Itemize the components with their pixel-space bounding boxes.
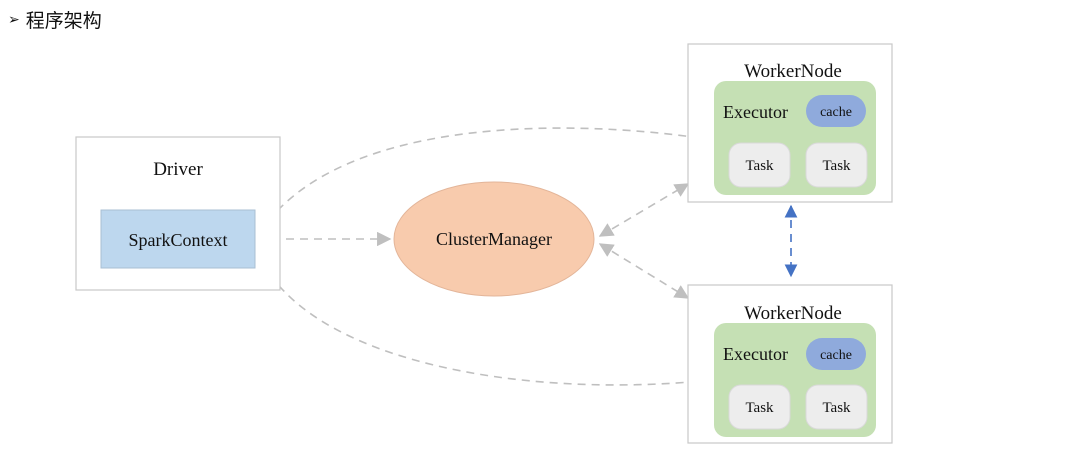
executor-label: Executor xyxy=(723,102,788,122)
connector-driver-to-worker2 xyxy=(256,249,714,389)
task-label: Task xyxy=(822,400,851,416)
task-box xyxy=(805,384,868,430)
driver-title: Driver xyxy=(153,159,203,180)
cluster-manager-node: ClusterManager xyxy=(393,181,595,297)
spark-context-label: SparkContext xyxy=(129,230,228,250)
spark-context-box xyxy=(100,209,256,269)
executor-label: Executor xyxy=(723,344,788,364)
task-label: Task xyxy=(745,400,774,416)
section-heading: ➢ 程序架构 xyxy=(8,6,102,33)
cluster-manager-label: ClusterManager xyxy=(436,229,552,249)
driver-node: Driver SparkContext xyxy=(75,136,281,291)
arrow-bullet-icon: ➢ xyxy=(8,11,20,28)
task-box xyxy=(728,384,791,430)
task-box xyxy=(805,142,868,188)
task-label: Task xyxy=(822,158,851,174)
cache-label: cache xyxy=(820,105,852,120)
cache-badge xyxy=(806,95,866,127)
connector-clustermanager-to-worker2 xyxy=(598,243,690,299)
worker-node: WorkerNode Executor cache Task Task xyxy=(687,284,893,444)
worker-title: WorkerNode xyxy=(744,303,842,324)
cache-badge xyxy=(806,338,866,370)
worker-title: WorkerNode xyxy=(744,61,842,82)
cache-label: cache xyxy=(820,348,852,363)
task-label: Task xyxy=(745,158,774,174)
section-title: 程序架构 xyxy=(25,10,102,32)
connector-clustermanager-to-worker1 xyxy=(598,183,690,237)
connector-worker1-to-driver xyxy=(256,127,701,239)
task-box xyxy=(728,142,791,188)
worker-node: WorkerNode Executor cache Task Task xyxy=(687,43,893,203)
